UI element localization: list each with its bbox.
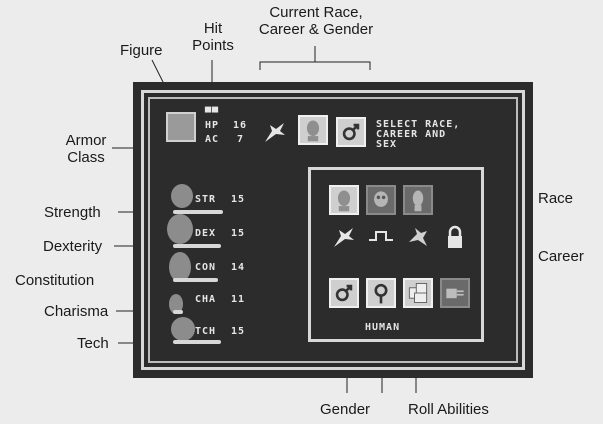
tech-bar xyxy=(173,340,221,344)
career-option-rocketjock[interactable] xyxy=(329,222,359,252)
warrior-icon xyxy=(409,228,427,246)
dexterity-callout: Dexterity xyxy=(43,238,103,255)
locked-icon xyxy=(448,225,462,248)
male-symbol-icon xyxy=(335,284,353,302)
medic-icon xyxy=(369,231,393,241)
career-option-locked[interactable] xyxy=(440,222,470,252)
roll-abilities-dice-icon xyxy=(408,283,428,303)
exit-hand-icon xyxy=(446,288,464,299)
screen-frame-outer xyxy=(141,90,525,370)
tech-art xyxy=(171,317,195,341)
charisma-bar xyxy=(173,310,183,314)
constitution-value: 14 xyxy=(231,262,246,273)
male-symbol-icon xyxy=(336,117,366,147)
female-symbol-icon xyxy=(374,283,388,304)
human-face-icon xyxy=(337,190,351,212)
dexterity-art xyxy=(167,214,193,244)
gender-male-button[interactable] xyxy=(329,278,359,308)
figure-callout: Figure xyxy=(120,42,163,59)
hp-marker: ▀▀ xyxy=(205,108,220,119)
tech-value: 15 xyxy=(231,326,246,337)
selection-panel xyxy=(308,167,484,342)
character-figure-icon[interactable] xyxy=(166,112,196,142)
ac-label: AC xyxy=(205,134,220,145)
character-creation-screen: ▀▀ HP 16 AC 7 SELECT RACE, CAREER AND SE… xyxy=(133,82,533,378)
charisma-callout: Charisma xyxy=(44,303,109,320)
tech-callout: Tech xyxy=(77,335,109,352)
armor-class-callout: Armor Class xyxy=(65,132,107,166)
career-option-medic[interactable] xyxy=(366,222,396,252)
rocketjock-icon xyxy=(260,117,290,147)
desert-runner-face-icon xyxy=(412,190,424,212)
race-option-desert-runner[interactable] xyxy=(403,185,433,215)
screen-frame-inner xyxy=(148,97,518,363)
charisma-value: 11 xyxy=(231,294,246,305)
hp-label: HP xyxy=(205,120,220,131)
tinker-face-icon xyxy=(374,191,388,207)
gender-callout: Gender xyxy=(320,401,371,418)
dexterity-bar xyxy=(173,244,221,248)
constitution-callout: Constitution xyxy=(15,272,95,289)
roll-abilities-button[interactable] xyxy=(403,278,433,308)
hit-points-callout: Hit Points xyxy=(192,20,234,54)
constitution-label: CON xyxy=(195,262,217,273)
strength-label: STR xyxy=(195,194,217,205)
strength-bar xyxy=(173,210,223,214)
career-callout: Career xyxy=(538,248,584,265)
dexterity-label: DEX xyxy=(195,228,217,239)
race-name-label: HUMAN xyxy=(365,322,401,333)
prompt-text: SELECT RACE, CAREER AND SEX xyxy=(376,119,461,150)
human-face-icon xyxy=(298,115,328,145)
ac-value: 7 xyxy=(237,134,245,145)
race-option-human[interactable] xyxy=(329,185,359,215)
charisma-label: CHA xyxy=(195,294,217,305)
current-race-callout: Current Race, Career & Gender xyxy=(258,4,374,38)
charisma-art xyxy=(169,294,183,314)
hp-value: 16 xyxy=(233,120,248,131)
strength-callout: Strength xyxy=(44,204,101,221)
constitution-art xyxy=(169,252,191,282)
constitution-bar xyxy=(173,278,218,282)
career-option-warrior[interactable] xyxy=(403,222,433,252)
rocketjock-icon xyxy=(334,228,354,247)
strength-value: 15 xyxy=(231,194,246,205)
exit-button[interactable] xyxy=(440,278,470,308)
race-option-tinker[interactable] xyxy=(366,185,396,215)
strength-art xyxy=(171,184,193,208)
race-callout: Race xyxy=(538,190,574,207)
gender-female-button[interactable] xyxy=(366,278,396,308)
dexterity-value: 15 xyxy=(231,228,246,239)
roll-abilities-callout: Roll Abilities xyxy=(408,401,489,418)
tech-label: TCH xyxy=(195,326,217,337)
